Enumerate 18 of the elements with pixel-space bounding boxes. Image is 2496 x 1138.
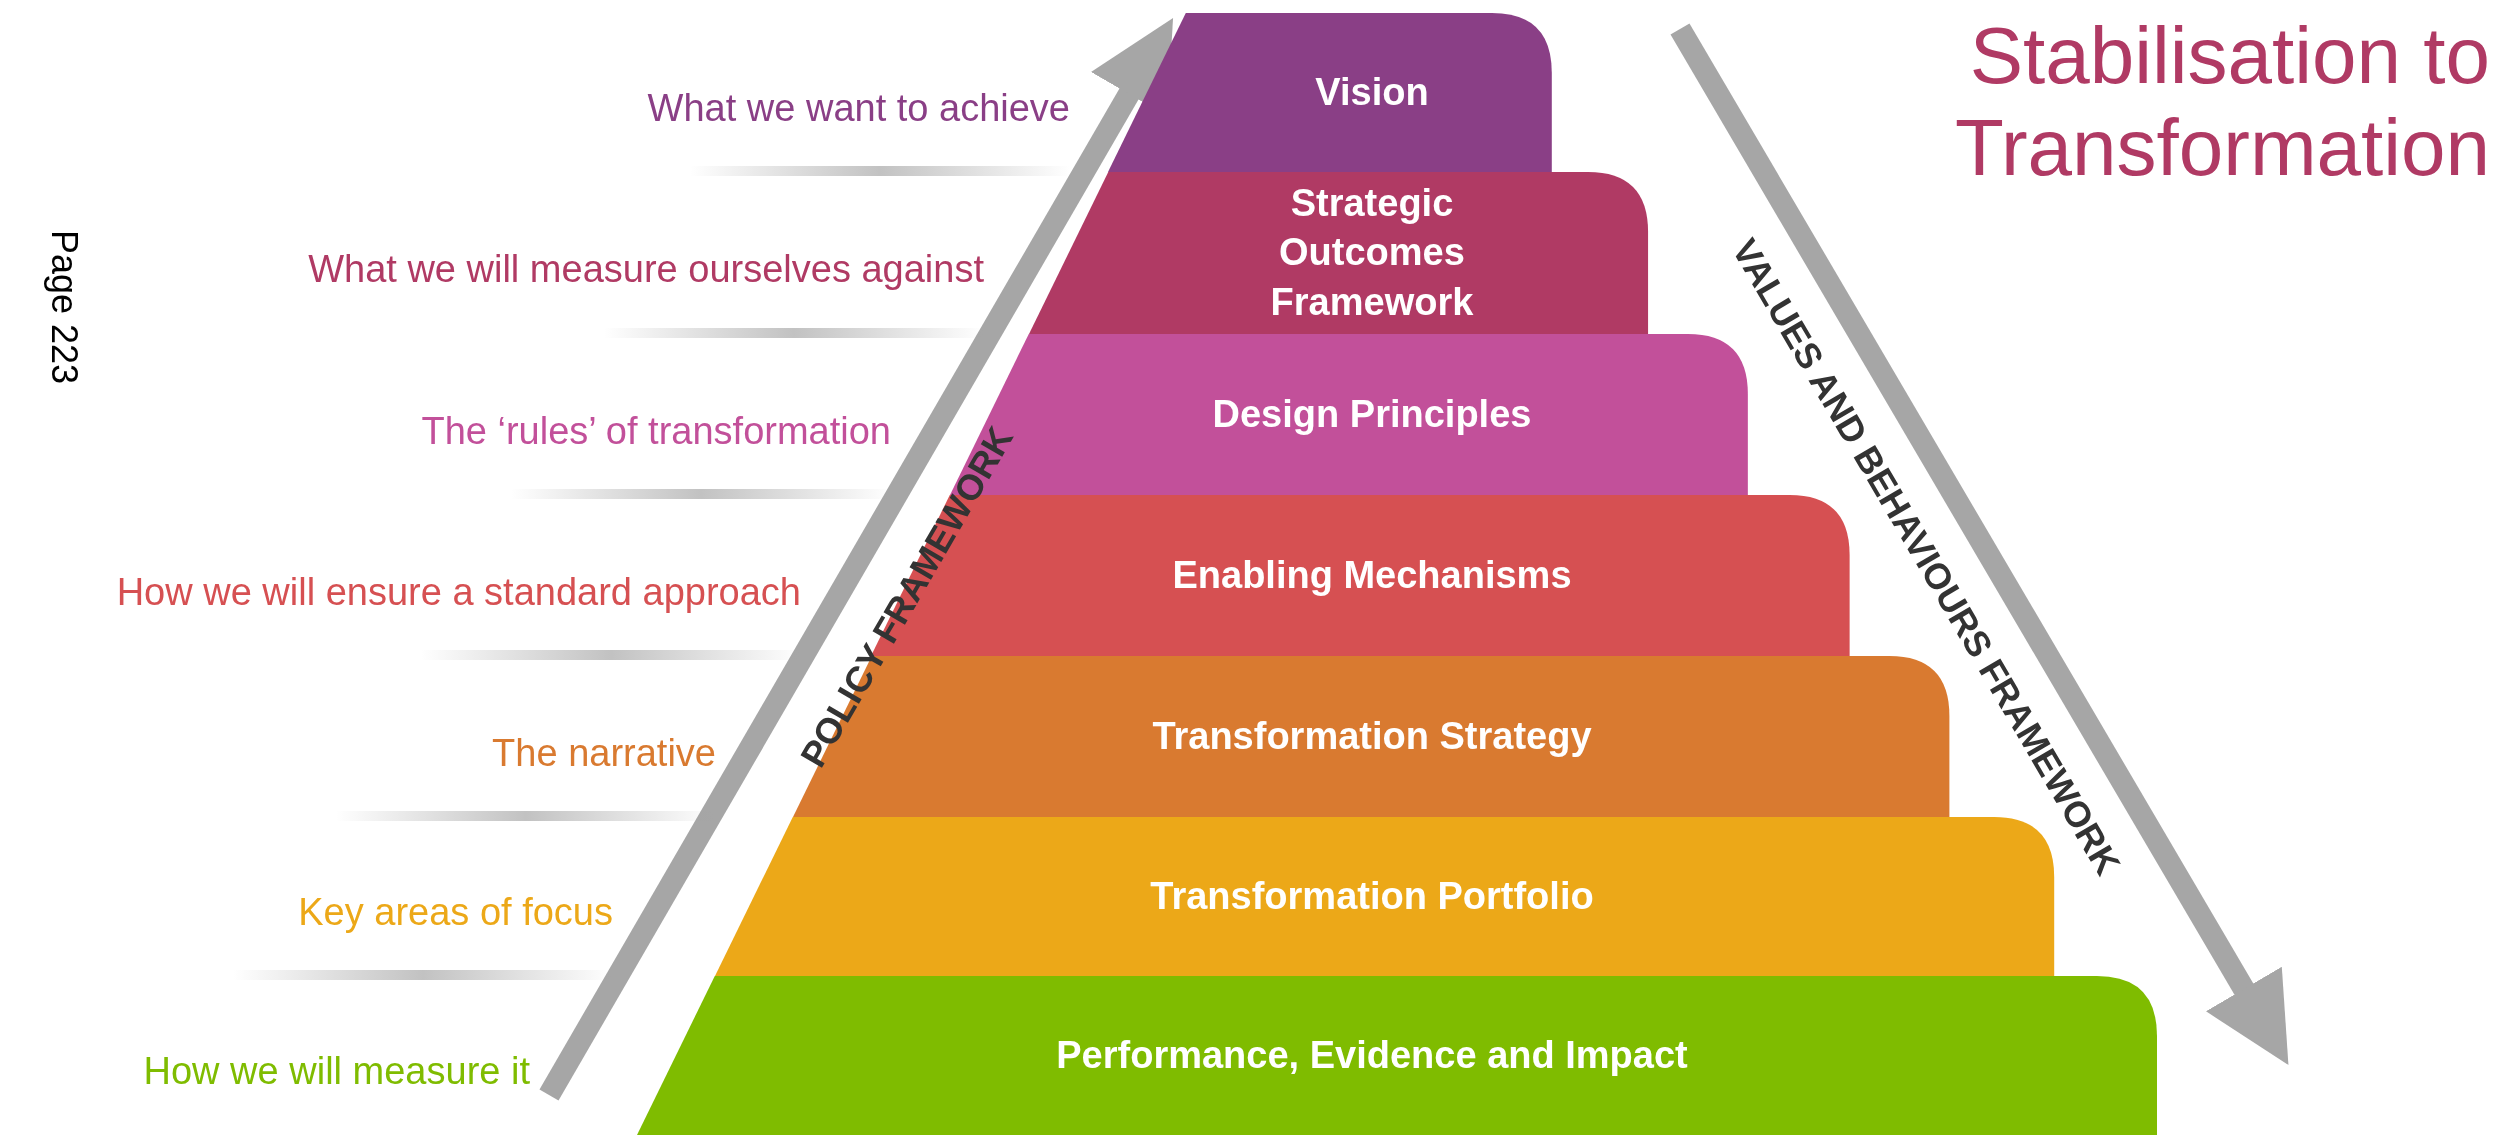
pyramid-tier: [1108, 13, 1552, 172]
tier-description: What we will measure ourselves against: [308, 247, 984, 291]
title: Stabilisation to Transformation: [1954, 10, 2490, 194]
tier-description: What we want to achieve: [647, 86, 1070, 130]
tier-label: Strategic Outcomes Framework: [1269, 180, 1475, 325]
tier-description: How we will ensure a standard approach: [116, 570, 801, 614]
tier-label: Enabling Mechanisms: [1172, 552, 1572, 598]
pyramid-tier: [1028, 172, 1648, 334]
tier-description: Key areas of focus: [298, 890, 613, 934]
tier-label: Transformation Strategy: [1152, 713, 1592, 759]
tier-label: Design Principles: [1212, 391, 1532, 437]
tier-label: Transformation Portfolio: [1150, 873, 1594, 919]
tier-label: Performance, Evidence and Impact: [1056, 1032, 1688, 1078]
page-number: Page 223: [43, 229, 85, 385]
tier-description: The narrative: [492, 731, 716, 775]
tier-description: How we will measure it: [143, 1049, 530, 1093]
tier-label: Vision: [1315, 69, 1429, 115]
pyramid-tier: [637, 976, 2157, 1135]
